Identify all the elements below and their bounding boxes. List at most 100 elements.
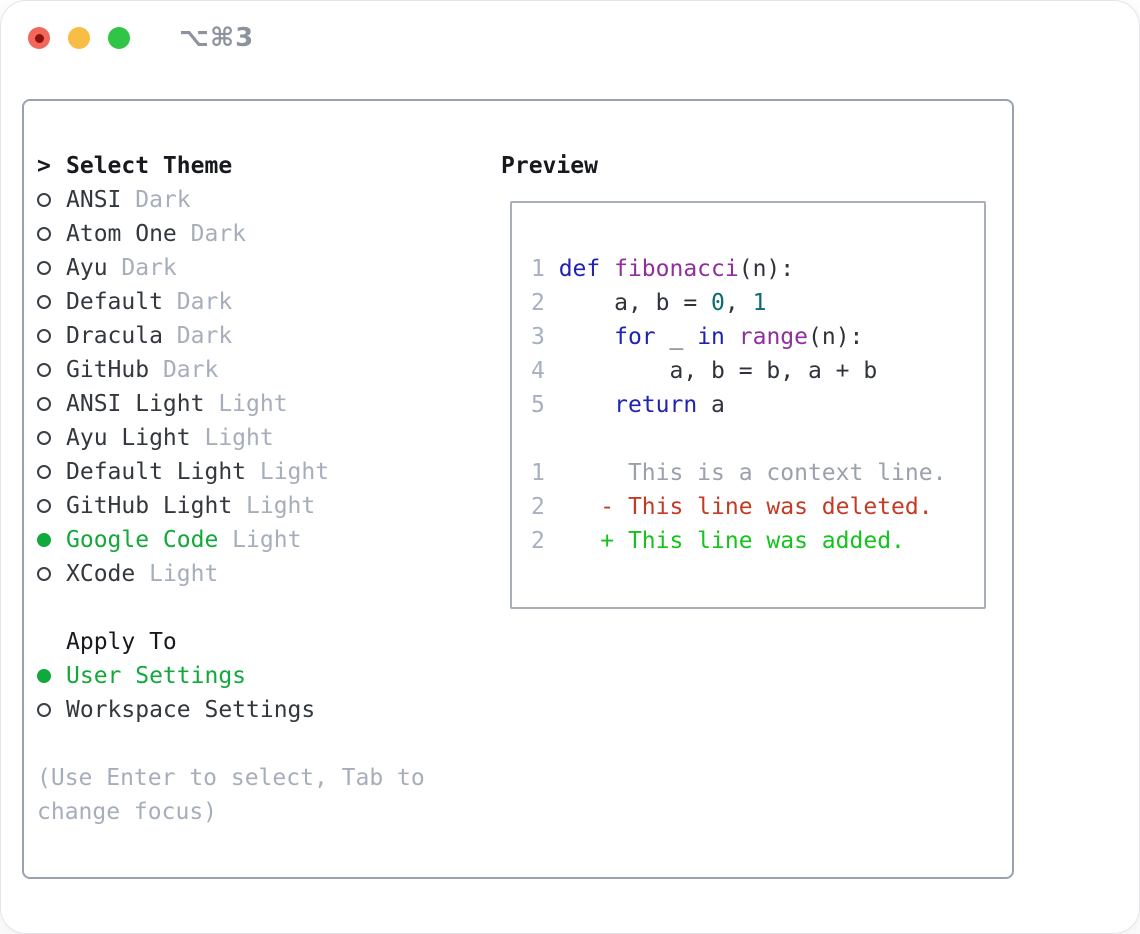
line-number: 2	[531, 494, 559, 520]
help-text: (Use Enter to select, Tab to change focus…	[37, 761, 497, 829]
code-token: def	[558, 256, 615, 282]
code-token: in	[697, 324, 725, 350]
code-token	[559, 392, 614, 418]
theme-variant: Dark	[176, 221, 247, 247]
theme-item[interactable]: ANSI Dark	[37, 183, 497, 217]
theme-name: GitHub Light	[66, 493, 233, 519]
radio-icon	[37, 261, 51, 275]
radio-icon	[37, 227, 51, 241]
theme-item[interactable]: Google Code Light	[37, 523, 497, 557]
code-token: _	[655, 324, 698, 350]
theme-name: Ayu Light	[66, 425, 191, 451]
preview-title: Preview	[501, 153, 598, 179]
radio-icon	[37, 363, 51, 377]
theme-item[interactable]: Dracula Dark	[37, 319, 497, 353]
theme-name: Dracula	[66, 323, 163, 349]
theme-name: Google Code	[66, 527, 219, 553]
theme-name: Default Light	[66, 459, 247, 485]
code-token: for	[614, 324, 656, 350]
theme-name: Ayu	[66, 255, 108, 281]
radio-icon	[37, 431, 51, 445]
preview-line	[531, 422, 984, 456]
theme-item[interactable]: XCode Light	[37, 557, 497, 591]
theme-variant: Dark	[162, 323, 233, 349]
help-line: change focus)	[37, 799, 218, 825]
code-token: - This line was deleted.	[558, 494, 933, 520]
titlebar: ⌥⌘3	[1, 1, 1139, 75]
radio-icon	[37, 193, 51, 207]
code-token: a, b =	[558, 290, 712, 316]
code-token	[559, 324, 614, 350]
theme-name: Atom One	[66, 221, 177, 247]
theme-variant: Dark	[149, 357, 219, 383]
theme-item[interactable]: Default Dark	[37, 285, 497, 319]
code-token: range	[738, 324, 808, 350]
theme-name: ANSI	[66, 187, 122, 213]
window-shortcut-label: ⌥⌘3	[179, 23, 255, 53]
help-line: (Use Enter to select, Tab to	[37, 765, 425, 791]
line-number: 3	[531, 324, 559, 350]
preview-line: 3 for _ in range(n):	[531, 320, 984, 354]
code-token: (n):	[808, 324, 864, 350]
theme-variant: Light	[204, 391, 288, 417]
radio-icon	[37, 329, 51, 343]
theme-variant: Light	[190, 425, 274, 451]
maximize-button[interactable]	[108, 27, 130, 49]
theme-variant: Light	[246, 459, 330, 485]
theme-variant: Light	[232, 493, 316, 519]
theme-name: Default	[66, 289, 163, 315]
line-number: 1	[531, 256, 559, 282]
theme-item[interactable]: Default Light Light	[37, 455, 497, 489]
code-token: a, b = b, a + b	[558, 358, 878, 384]
code-token	[725, 324, 739, 350]
preview-line: 1 def fibonacci(n):	[531, 252, 984, 286]
theme-variant: Dark	[121, 187, 191, 213]
apply-item[interactable]: User Settings	[37, 659, 497, 693]
preview-line: 1 This is a context line.	[531, 456, 984, 490]
theme-item[interactable]: ANSI Light Light	[37, 387, 497, 421]
preview-line: 4 a, b = b, a + b	[531, 354, 984, 388]
radio-icon	[37, 499, 51, 513]
apply-to-title: Apply To	[66, 629, 177, 655]
apply-item[interactable]: Workspace Settings	[37, 693, 497, 727]
theme-variant: Light	[218, 527, 302, 553]
line-number: 2	[531, 290, 559, 316]
select-theme-header: > Select Theme	[37, 149, 497, 183]
line-number: 4	[531, 358, 559, 384]
theme-name: ANSI Light	[66, 391, 205, 417]
preview-line: 5 return a	[531, 388, 984, 422]
code-token: (n):	[738, 256, 795, 282]
selected-radio-icon	[37, 669, 51, 683]
radio-icon	[37, 567, 51, 581]
theme-item[interactable]: GitHub Light Light	[37, 489, 497, 523]
line-number: 1	[531, 460, 559, 486]
selected-radio-icon	[37, 533, 51, 547]
theme-name: GitHub	[66, 357, 150, 383]
code-token: This is a context line.	[558, 460, 947, 486]
preview-line: 2 + This line was added.	[531, 524, 984, 558]
apply-item-name: Workspace Settings	[66, 697, 316, 723]
code-token: 1	[752, 290, 767, 316]
apply-item-name: User Settings	[66, 663, 247, 689]
traffic-lights	[28, 27, 148, 49]
theme-item[interactable]: Ayu Dark	[37, 251, 497, 285]
theme-item[interactable]: Atom One Dark	[37, 217, 497, 251]
code-token: return	[614, 392, 698, 418]
code-token: 0	[711, 290, 725, 316]
theme-item[interactable]: Ayu Light Light	[37, 421, 497, 455]
radio-icon	[37, 465, 51, 479]
preview-section: Preview 1 def fibonacci(n):2 a, b = 0, 1…	[501, 149, 986, 609]
code-token: ,	[724, 290, 753, 316]
code-token: + This line was added.	[558, 528, 905, 554]
minimize-button[interactable]	[68, 27, 90, 49]
theme-item[interactable]: GitHub Dark	[37, 353, 497, 387]
line-number: 2	[531, 528, 559, 554]
cursor-icon: >	[37, 153, 51, 179]
close-button[interactable]	[28, 27, 50, 49]
code-token: a	[697, 392, 725, 418]
code-token: fibonacci	[614, 256, 739, 282]
line-number: 5	[531, 392, 559, 418]
